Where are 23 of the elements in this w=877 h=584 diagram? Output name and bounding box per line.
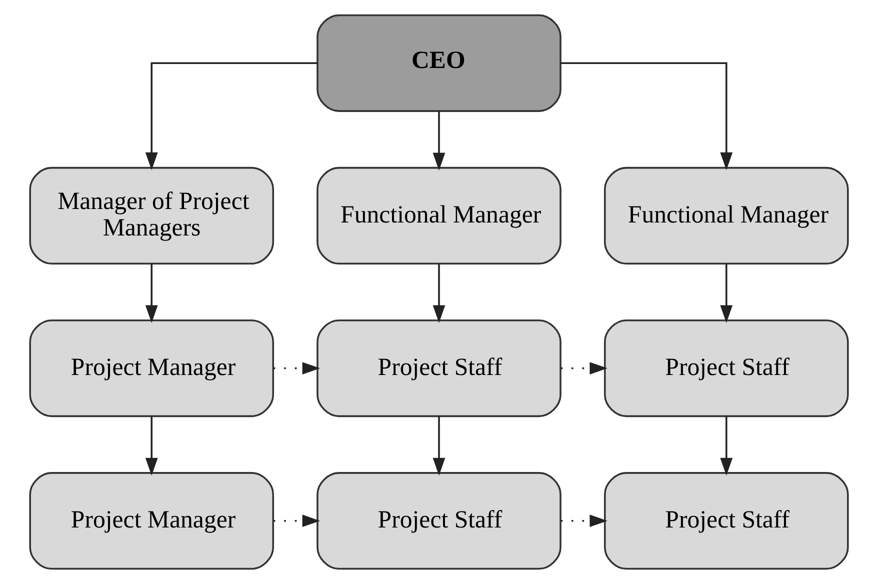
arrow [560,362,607,374]
arrow [560,62,732,170]
node-box: Functional Manager [603,166,848,264]
node-box: Manager of Project Managers [28,166,274,264]
node-box: Project Staff [316,320,561,418]
arrow [272,362,320,374]
node-box: Project Manager [28,320,274,418]
node-box: Project Staff [603,320,848,418]
arrow [432,111,445,170]
arrow [720,264,732,324]
arrow [560,514,607,528]
node-box: Project Staff [603,472,848,570]
arrow [272,514,320,528]
node-box: Project Staff [316,472,561,570]
arrow [720,416,732,476]
arrow [144,62,317,170]
node-box: Project Manager [28,472,274,570]
arrow [144,264,158,324]
arrow [432,416,445,476]
node-box: Functional Manager [316,166,561,264]
node-box: CEO [316,14,561,112]
arrow [432,264,445,324]
arrow [144,416,158,476]
